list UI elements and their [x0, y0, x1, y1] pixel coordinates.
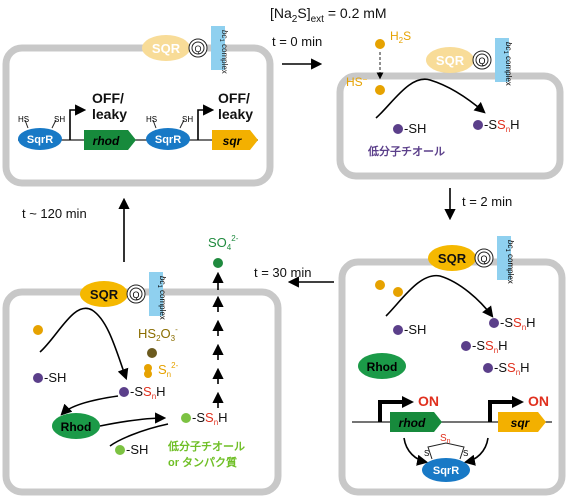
flow-curve-panel2 — [375, 78, 486, 119]
svg-text:SQR: SQR — [152, 41, 181, 56]
sulfate-dot — [213, 258, 223, 268]
time-t120: t ~ 120 min — [22, 206, 87, 221]
sulfate-label: SO42- — [208, 234, 239, 252]
polysulfide-dot-b — [144, 370, 152, 378]
flow-curve-panel4 — [39, 307, 129, 381]
sqrR-polysulfide: SqrR S S Sn — [422, 433, 470, 482]
svg-text:Q: Q — [480, 254, 487, 264]
svg-text:Sn: Sn — [440, 433, 451, 445]
lmw-thiol-protein-label-2: or タンパク質 — [168, 455, 237, 469]
svg-text:S: S — [463, 449, 468, 458]
flow-curve-panel3 — [385, 274, 494, 318]
h2s-label: H2S — [390, 29, 411, 45]
ssnh-label-panel2: -SSnH — [484, 117, 520, 134]
thiol-panel4 — [33, 373, 43, 383]
leaky-label-1: leaky — [92, 106, 127, 122]
cell-panel-t0 — [336, 72, 564, 180]
svg-text:bc1 complex: bc1 complex — [502, 42, 513, 86]
polysulfide-thiol-panel2 — [473, 120, 483, 130]
h2s-molecule — [375, 39, 385, 49]
sqr-complex-inactive: SQR Q bc1 complex — [142, 26, 229, 74]
svg-text:SqrR: SqrR — [27, 134, 53, 146]
sqr-complex-panel4: SQR Q bc1 complex — [80, 272, 167, 320]
sqrR-repressor-2: SqrR HS SH — [146, 115, 193, 150]
svg-text:Q: Q — [132, 290, 139, 300]
green-polysulfide-thiol — [181, 413, 191, 423]
svg-text:-SSnH: -SSnH — [494, 360, 530, 377]
lmw-thiol-protein-label-1: 低分子チオール — [167, 439, 245, 453]
time-t0: t = 0 min — [272, 34, 322, 49]
svg-text:-SSnH: -SSnH — [500, 315, 536, 332]
svg-text:HS: HS — [18, 115, 29, 124]
svg-text:sqr: sqr — [223, 134, 243, 148]
sulfide-dot-4 — [33, 325, 43, 335]
rhod-enzyme-panel3: Rhod — [358, 353, 406, 379]
svg-text:Q: Q — [194, 44, 201, 54]
sh-label-panel3: -SH — [404, 322, 426, 337]
time-t30: t = 30 min — [254, 265, 311, 280]
green-sh-label: -SH — [126, 442, 148, 457]
svg-text:SH: SH — [54, 115, 65, 124]
svg-text:SqrR: SqrR — [433, 465, 459, 477]
lmw-thiol-label-panel2: 低分子チオール — [367, 144, 445, 158]
sulfide-dot-3a — [375, 280, 385, 290]
hs-minus-label: HS− — [346, 75, 368, 89]
svg-text:Rhod: Rhod — [61, 420, 92, 434]
svg-text:SqrR: SqrR — [155, 134, 181, 146]
sqr-gene-on: sqr — [498, 412, 546, 432]
hs-anion — [375, 85, 385, 95]
svg-text:bc1 complex: bc1 complex — [218, 30, 229, 74]
cell-panel-off — [2, 44, 274, 187]
svg-text:SQR: SQR — [436, 53, 465, 68]
on-label-sqr: ON — [528, 393, 549, 409]
thiosulfate-dot — [147, 348, 157, 358]
time-t2: t = 2 min — [462, 194, 512, 209]
polysulfide-thiol-panel4 — [119, 387, 129, 397]
svg-text:HS: HS — [146, 115, 157, 124]
green-ssnh-label: -SSnH — [192, 410, 228, 427]
sqrR-repressor-1: SqrR HS SH — [18, 115, 65, 150]
svg-text:bc1 complex: bc1 complex — [504, 240, 515, 284]
rhod-gene-on: rhod — [390, 412, 442, 432]
polysulfide-dot-a — [144, 364, 152, 372]
svg-text:SH: SH — [182, 115, 193, 124]
polysulfide-group-panel3: -SSnH -SSnH -SSnH — [461, 315, 536, 377]
svg-text:bc1 complex: bc1 complex — [156, 276, 167, 320]
svg-text:SQR: SQR — [438, 251, 467, 266]
sqr-complex-panel3: SQR Q bc1 complex — [428, 236, 515, 284]
sh-label-panel2: -SH — [404, 121, 426, 136]
sulfide-dot-3b — [393, 287, 403, 297]
svg-text:rhod: rhod — [93, 134, 120, 148]
title-concentration: [Na2S]ext = 0.2 mM — [270, 5, 387, 25]
svg-text:rhod: rhod — [399, 416, 426, 430]
sh-label-panel4: -SH — [44, 370, 66, 385]
svg-text:Rhod: Rhod — [367, 360, 398, 374]
rhod-enzyme-panel4: Rhod — [52, 413, 100, 439]
thiosulfate-label: HS2O3- — [138, 325, 178, 343]
on-label-rhod: ON — [418, 393, 439, 409]
off-label-1: OFF/ — [92, 90, 124, 106]
svg-text:sqr: sqr — [511, 416, 531, 430]
thiol-panel3 — [393, 325, 403, 335]
svg-text:Q: Q — [478, 56, 485, 66]
leaky-label-2: leaky — [218, 106, 253, 122]
ssnh-label-panel4: -SSnH — [130, 384, 166, 401]
green-thiol — [115, 445, 125, 455]
thiol-panel2 — [393, 124, 403, 134]
rhod-gene-off: rhod — [84, 130, 136, 150]
sqr-gene-off: sqr — [212, 130, 258, 150]
svg-text:S: S — [424, 449, 429, 458]
sqr-complex-panel2: SQR Q bc1 complex — [426, 38, 513, 86]
svg-text:SQR: SQR — [90, 287, 119, 302]
polysulfide-label: Sn2- — [158, 361, 179, 379]
svg-text:-SSnH: -SSnH — [472, 338, 508, 355]
off-label-2: OFF/ — [218, 90, 250, 106]
